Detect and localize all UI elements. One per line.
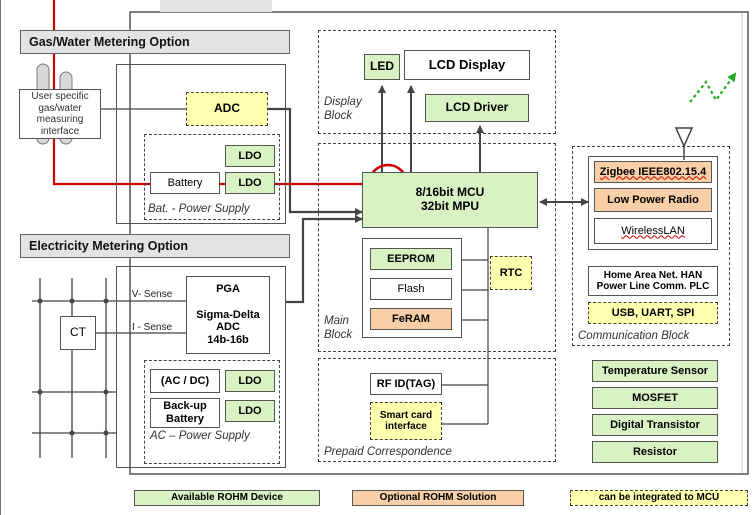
memory-group-frame (362, 238, 462, 338)
feram-box: FeRAM (370, 308, 452, 330)
led-box: LED (364, 54, 400, 80)
zigbee-box: Zigbee IEEE802.15.4 (594, 161, 712, 183)
wireless-signal-icon (689, 72, 737, 103)
main-block-frame (318, 143, 556, 352)
legend-available: Available ROHM Device (134, 490, 320, 506)
ac-power-supply-label: AC – Power Supply (150, 430, 250, 442)
gas-section-title: Gas/Water Metering Option (20, 30, 290, 54)
display-block-frame (318, 30, 556, 134)
prepaid-frame (318, 358, 556, 462)
v-sense-label: V- Sense (131, 289, 173, 300)
wireless-lan-label: WirelessLAN (621, 224, 685, 237)
user-interface-box: User specific gas/water measuring interf… (19, 89, 101, 139)
zigbee-label: Zigbee IEEE802.15.4 (599, 165, 707, 178)
electricity-module-frame (116, 266, 286, 468)
acdc-box: (AC / DC) (150, 369, 220, 393)
ct-box: CT (60, 316, 96, 350)
gas-ldo-bottom-box: LDO (225, 172, 275, 194)
display-block-label: Display Block (324, 96, 362, 122)
prepaid-label: Prepaid Correspondence (324, 446, 452, 458)
low-power-radio-box: Low Power Radio (594, 188, 712, 212)
resistor-box: Resistor (592, 441, 718, 463)
mcu-box: 8/16bit MCU 32bit MPU (362, 172, 538, 228)
lcd-display-box: LCD Display (404, 50, 530, 80)
temperature-sensor-box: Temperature Sensor (592, 360, 718, 382)
flash-box: Flash (370, 278, 452, 300)
gas-module-frame (116, 64, 286, 224)
backup-battery-box: Back-up Battery (150, 398, 220, 428)
ac-power-supply-frame (144, 360, 280, 464)
elec-ldo1-box: LDO (225, 370, 275, 392)
legend-integrated: can be integrated to MCU (570, 490, 748, 506)
elec-ldo2-box: LDO (225, 400, 275, 422)
bat-power-supply-frame (144, 134, 280, 220)
antenna-icon (674, 127, 694, 160)
electricity-section-title: Electricity Metering Option (20, 234, 290, 258)
top-tab (160, 0, 272, 12)
pga-adc-box: PGA Sigma-Delta ADC 14b-16b (186, 276, 270, 354)
wireless-group-frame (588, 156, 718, 250)
lcd-driver-box: LCD Driver (425, 94, 529, 122)
eeprom-box: EEPROM (370, 248, 452, 270)
main-block-label: Main Block (324, 315, 353, 341)
battery-box: Battery (150, 172, 220, 194)
bat-power-supply-label: Bat. - Power Supply (148, 203, 250, 215)
rtc-box: RTC (490, 256, 532, 290)
communication-block-label: Communication Block (578, 330, 690, 342)
han-plc-box: Home Area Net. HAN Power Line Comm. PLC (588, 266, 718, 296)
usb-uart-spi-box: USB, UART, SPI (588, 302, 718, 324)
smart-card-box: Smart card interface (370, 402, 442, 440)
communication-block-frame (572, 146, 730, 346)
legend-optional: Optional ROHM Solution (352, 490, 524, 506)
mosfet-box: MOSFET (592, 387, 718, 409)
gas-adc-box: ADC (186, 92, 268, 126)
digital-transistor-box: Digital Transistor (592, 414, 718, 436)
rfid-box: RF ID(TAG) (370, 373, 442, 395)
i-sense-label: I - Sense (131, 322, 173, 333)
wireless-lan-box: WirelessLAN (594, 218, 712, 244)
gas-ldo-top-box: LDO (225, 145, 275, 167)
